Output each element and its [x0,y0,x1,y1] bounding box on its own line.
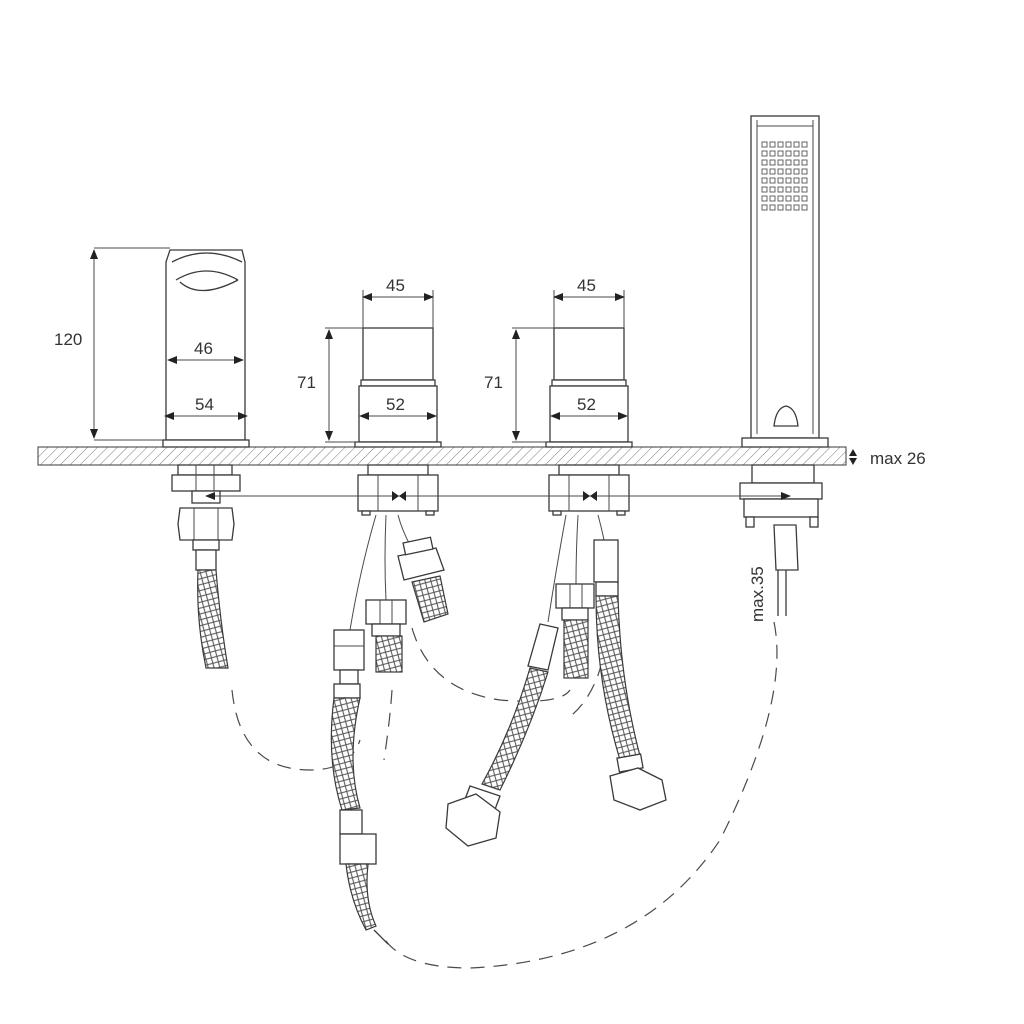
valve-right [445,327,667,847]
spray-nozzle [769,150,776,157]
deck-thickness-label: max 26 [870,449,926,468]
spray-nozzle [801,204,808,211]
valve-right-cap-width-label: 45 [577,276,596,295]
spray-nozzle [785,186,792,193]
spray-nozzle [785,195,792,202]
valve-left [330,327,449,945]
spray-nozzle [793,177,800,184]
spray-nozzle [769,177,776,184]
deck-section [37,446,847,466]
spray-nozzle [793,141,800,148]
spout-body-width-label: 46 [194,339,213,358]
spray-nozzle [761,159,768,166]
valve-left-height-label: 71 [297,373,316,392]
spray-nozzle [777,141,784,148]
spray-nozzle [769,195,776,202]
valve-right-base-width-label: 52 [577,395,596,414]
spray-nozzle [785,168,792,175]
spray-nozzle [801,177,808,184]
spray-nozzle [769,204,776,211]
spray-nozzle [777,195,784,202]
centre-distance-line [205,491,791,501]
spray-nozzle [793,150,800,157]
spray-nozzle [761,177,768,184]
dimension-labels: 120 46 54 45 71 52 45 71 52 max 26 max.3… [54,276,926,622]
valve-left-cap-width-label: 45 [386,276,405,295]
spray-nozzle [793,186,800,193]
spray-nozzle [761,195,768,202]
spray-nozzle [785,204,792,211]
spray-nozzle [769,141,776,148]
spray-nozzle [761,204,768,211]
spout-height-label: 120 [54,330,82,349]
spray-nozzle [777,204,784,211]
spray-nozzle [769,159,776,166]
spray-nozzle [761,150,768,157]
spray-nozzle [801,141,808,148]
valve-left-base-width-label: 52 [386,395,405,414]
spout-base-width-label: 54 [195,395,214,414]
spray-nozzle [777,150,784,157]
spray-nozzle [777,159,784,166]
spray-nozzle [793,168,800,175]
spray-nozzle [801,195,808,202]
valve-right-height-label: 71 [484,373,503,392]
spray-nozzle [777,186,784,193]
spray-nozzle [785,141,792,148]
spray-nozzle [793,159,800,166]
spray-nozzle [801,150,808,157]
spray-nozzle [785,159,792,166]
spray-nozzle [793,204,800,211]
hose-routing-lines [231,621,778,969]
hand-shower [739,115,829,616]
spray-nozzle [801,186,808,193]
spray-nozzle [785,150,792,157]
spray-nozzle [777,177,784,184]
spray-nozzle [761,141,768,148]
dimension-lines [90,247,857,465]
spout [162,249,250,669]
spray-nozzle [769,168,776,175]
spray-nozzle [769,186,776,193]
spray-nozzle [793,195,800,202]
spray-nozzle [785,177,792,184]
hose-length-label: max.35 [748,566,767,622]
spray-nozzle [801,168,808,175]
spray-nozzle [761,168,768,175]
spray-nozzle [761,186,768,193]
spray-nozzle [801,159,808,166]
spray-nozzle-grid [761,141,808,211]
spray-nozzle [777,168,784,175]
